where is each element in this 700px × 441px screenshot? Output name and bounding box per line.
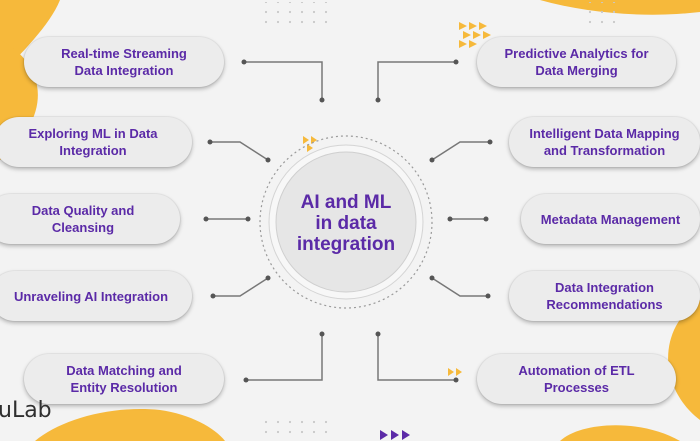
brand-logo-fragment: uLab: [0, 398, 52, 423]
connectors-left: [206, 61, 323, 381]
connectors-right: [377, 61, 490, 381]
item-data-quality: Data Quality and Cleansing: [0, 194, 180, 244]
item-data-matching: Data Matching and Entity Resolution: [24, 354, 224, 404]
yellow-blob-bottom-left: [35, 409, 225, 441]
connector-endpoints-left: [203, 59, 325, 383]
item-metadata-management: Metadata Management: [521, 194, 700, 244]
item-data-integration-recommendations: Data Integration Recommendations: [509, 271, 700, 321]
center-dashed-ring: [259, 135, 433, 309]
item-unraveling-ai: Unraveling AI Integration: [0, 271, 192, 321]
triangle-cluster-top-right: [459, 22, 491, 48]
center-circle: [275, 151, 417, 293]
item-exploring-ml: Exploring ML in Data Integration: [0, 117, 192, 167]
yellow-blob-bottom-right: [560, 425, 680, 441]
triangle-accent-right: [448, 368, 462, 376]
triangle-cluster-bottom: [380, 430, 410, 440]
item-intelligent-data-mapping: Intelligent Data Mapping and Transformat…: [509, 117, 700, 167]
dot-grid-bottom: [262, 414, 334, 438]
item-predictive-analytics: Predictive Analytics for Data Merging: [477, 37, 676, 87]
dot-grid-top: [262, 2, 330, 26]
item-real-time-streaming: Real-time Streaming Data Integration: [24, 37, 224, 87]
triangle-accent-center: [303, 136, 317, 152]
center-title: AI and ML in data integration: [296, 191, 396, 255]
item-automation-etl: Automation of ETL Processes: [477, 354, 676, 404]
connector-endpoints-right: [375, 59, 493, 383]
yellow-blob-right: [668, 300, 700, 420]
dot-grid-right: [584, 2, 624, 24]
